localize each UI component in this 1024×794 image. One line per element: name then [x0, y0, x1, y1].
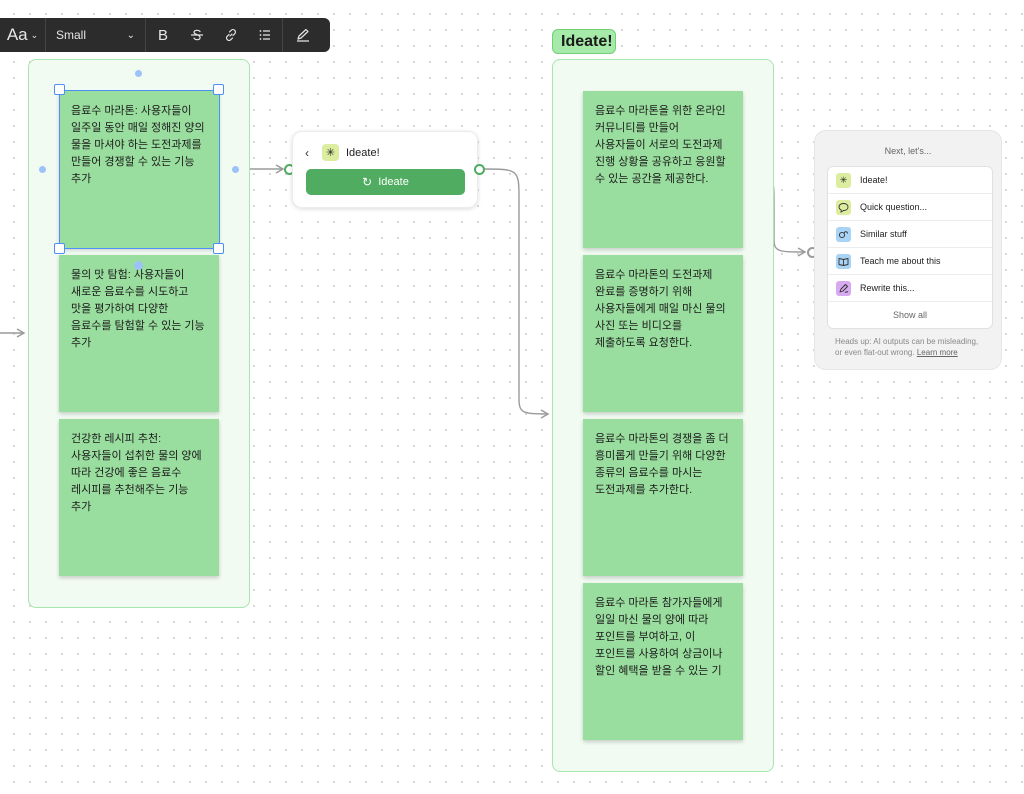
resize-handle-bottom-left[interactable] — [54, 243, 65, 254]
sparkle-icon: ✳ — [322, 144, 339, 161]
action-label: Similar stuff — [860, 229, 907, 239]
sticky-note[interactable]: 건강한 레시피 추천: 사용자들이 섭취한 물의 양에 따라 건강에 좋은 음료… — [59, 419, 219, 576]
action-item-ideate[interactable]: ✳ Ideate! — [828, 167, 992, 194]
pen-button[interactable] — [283, 18, 323, 52]
resize-handle-bottom-right[interactable] — [213, 243, 224, 254]
learn-more-link[interactable]: Learn more — [916, 348, 958, 357]
chevron-down-icon: ⌄ — [30, 29, 39, 40]
bullet-list-button[interactable] — [248, 18, 282, 52]
resize-handle-top-left[interactable] — [54, 84, 65, 95]
show-all-label: Show all — [892, 310, 928, 320]
panel-title: Next, let's... — [884, 146, 932, 156]
sticky-text: 음료수 마라톤을 위한 온라인 커뮤니티를 만들어 사용자들이 서로의 도전과제… — [595, 105, 726, 185]
disclaimer-message: Heads up: AI outputs can be misleading, … — [835, 337, 979, 357]
similar-icon — [836, 226, 851, 242]
sticky-text: 음료수 마라톤의 경쟁을 좀 더 흥미롭게 만들기 위해 다양한 종류의 음료수… — [595, 433, 729, 496]
action-item-rewrite[interactable]: Rewrite this... — [828, 275, 992, 302]
ideate-button[interactable]: ↻ Ideate — [306, 169, 465, 195]
bold-label: B — [157, 26, 168, 44]
text-format-toolbar: Aa ⌄ Small ⌄ B — [0, 18, 330, 52]
strikethrough-button[interactable] — [180, 18, 214, 52]
chevron-down-icon: ⌄ — [126, 29, 135, 41]
connector-dot-right[interactable] — [232, 166, 239, 173]
speech-bubble-icon — [836, 199, 851, 215]
bold-button[interactable]: B — [146, 18, 180, 52]
section-label-text: Ideate! — [561, 32, 613, 50]
back-chevron-icon[interactable]: ‹ — [305, 145, 309, 160]
refresh-icon: ↻ — [362, 175, 373, 189]
resize-handle-top-right[interactable] — [213, 84, 224, 95]
toolbar-divider — [282, 18, 283, 52]
font-label: Aa — [6, 25, 28, 44]
section-label[interactable]: Ideate! — [552, 29, 616, 54]
font-family-button[interactable]: Aa ⌄ — [0, 18, 46, 52]
sticky-note[interactable]: 음료수 마라톤 참가자들에게 일일 마신 물의 양에 따라 포인트를 부여하고,… — [583, 583, 743, 740]
sticky-note[interactable]: 음료수 마라톤: 사용자들이 일주일 동안 매일 정해진 양의 물을 마셔야 하… — [59, 91, 219, 248]
widget-title: Ideate! — [346, 146, 380, 159]
sticky-text: 음료수 마라톤: 사용자들이 일주일 동안 매일 정해진 양의 물을 마셔야 하… — [71, 105, 205, 185]
selection-frame — [59, 90, 220, 249]
sticky-text: 음료수 마라톤의 도전과제 완료를 증명하기 위해 사용자들에게 매일 마신 물… — [595, 269, 726, 349]
widget-header: ‹ ✳ Ideate! — [305, 144, 380, 161]
link-button[interactable] — [214, 18, 248, 52]
action-label: Quick question... — [860, 202, 928, 212]
sticky-note[interactable]: 물의 맛 탐험: 사용자들이 새로운 음료수를 시도하고 맛을 평가하여 다양한… — [59, 255, 219, 412]
sticky-note[interactable]: 음료수 마라톤의 도전과제 완료를 증명하기 위해 사용자들에게 매일 마신 물… — [583, 255, 743, 412]
font-size-value: Small — [56, 28, 87, 42]
sparkle-icon: ✳ — [836, 172, 851, 188]
connector-dot-bottom[interactable] — [134, 261, 143, 270]
link-icon — [225, 28, 237, 42]
bullet-list-icon — [259, 30, 270, 40]
pen-icon — [297, 28, 309, 42]
connector-dot-top[interactable] — [135, 70, 142, 77]
action-label: Rewrite this... — [860, 283, 915, 293]
strikethrough-icon — [190, 29, 204, 41]
action-item-teach-me[interactable]: Teach me about this — [828, 248, 992, 275]
ideate-button-label: Ideate — [378, 176, 409, 188]
sticky-text: 음료수 마라톤 참가자들에게 일일 마신 물의 양에 따라 포인트를 부여하고,… — [595, 597, 723, 677]
action-list: ✳ Ideate! Quick question... Similar stuf… — [827, 166, 993, 329]
font-size-select[interactable]: Small ⌄ — [46, 18, 146, 52]
next-actions-panel: Next, let's... ✳ Ideate! Quick question.… — [814, 130, 1002, 370]
sticky-text: 물의 맛 탐험: 사용자들이 새로운 음료수를 시도하고 맛을 평가하여 다양한… — [71, 269, 205, 349]
show-all-button[interactable]: Show all — [828, 302, 992, 328]
action-item-quick-question[interactable]: Quick question... — [828, 194, 992, 221]
sticky-text: 건강한 레시피 추천: 사용자들이 섭취한 물의 양에 따라 건강에 좋은 음료… — [71, 433, 202, 513]
widget-output-port[interactable] — [474, 164, 485, 175]
book-icon — [836, 253, 851, 269]
ideate-widget[interactable]: ‹ ✳ Ideate! ↻ Ideate — [292, 131, 478, 208]
connector-dot-left[interactable] — [39, 166, 46, 173]
pen-nib-icon — [836, 280, 851, 296]
sticky-note[interactable]: 음료수 마라톤의 경쟁을 좀 더 흥미롭게 만들기 위해 다양한 종류의 음료수… — [583, 419, 743, 576]
action-label: Teach me about this — [860, 256, 941, 266]
action-item-similar-stuff[interactable]: Similar stuff — [828, 221, 992, 248]
action-label: Ideate! — [860, 175, 888, 185]
sticky-note[interactable]: 음료수 마라톤을 위한 온라인 커뮤니티를 만들어 사용자들이 서로의 도전과제… — [583, 91, 743, 248]
disclaimer-text: Heads up: AI outputs can be misleading, … — [835, 336, 987, 358]
